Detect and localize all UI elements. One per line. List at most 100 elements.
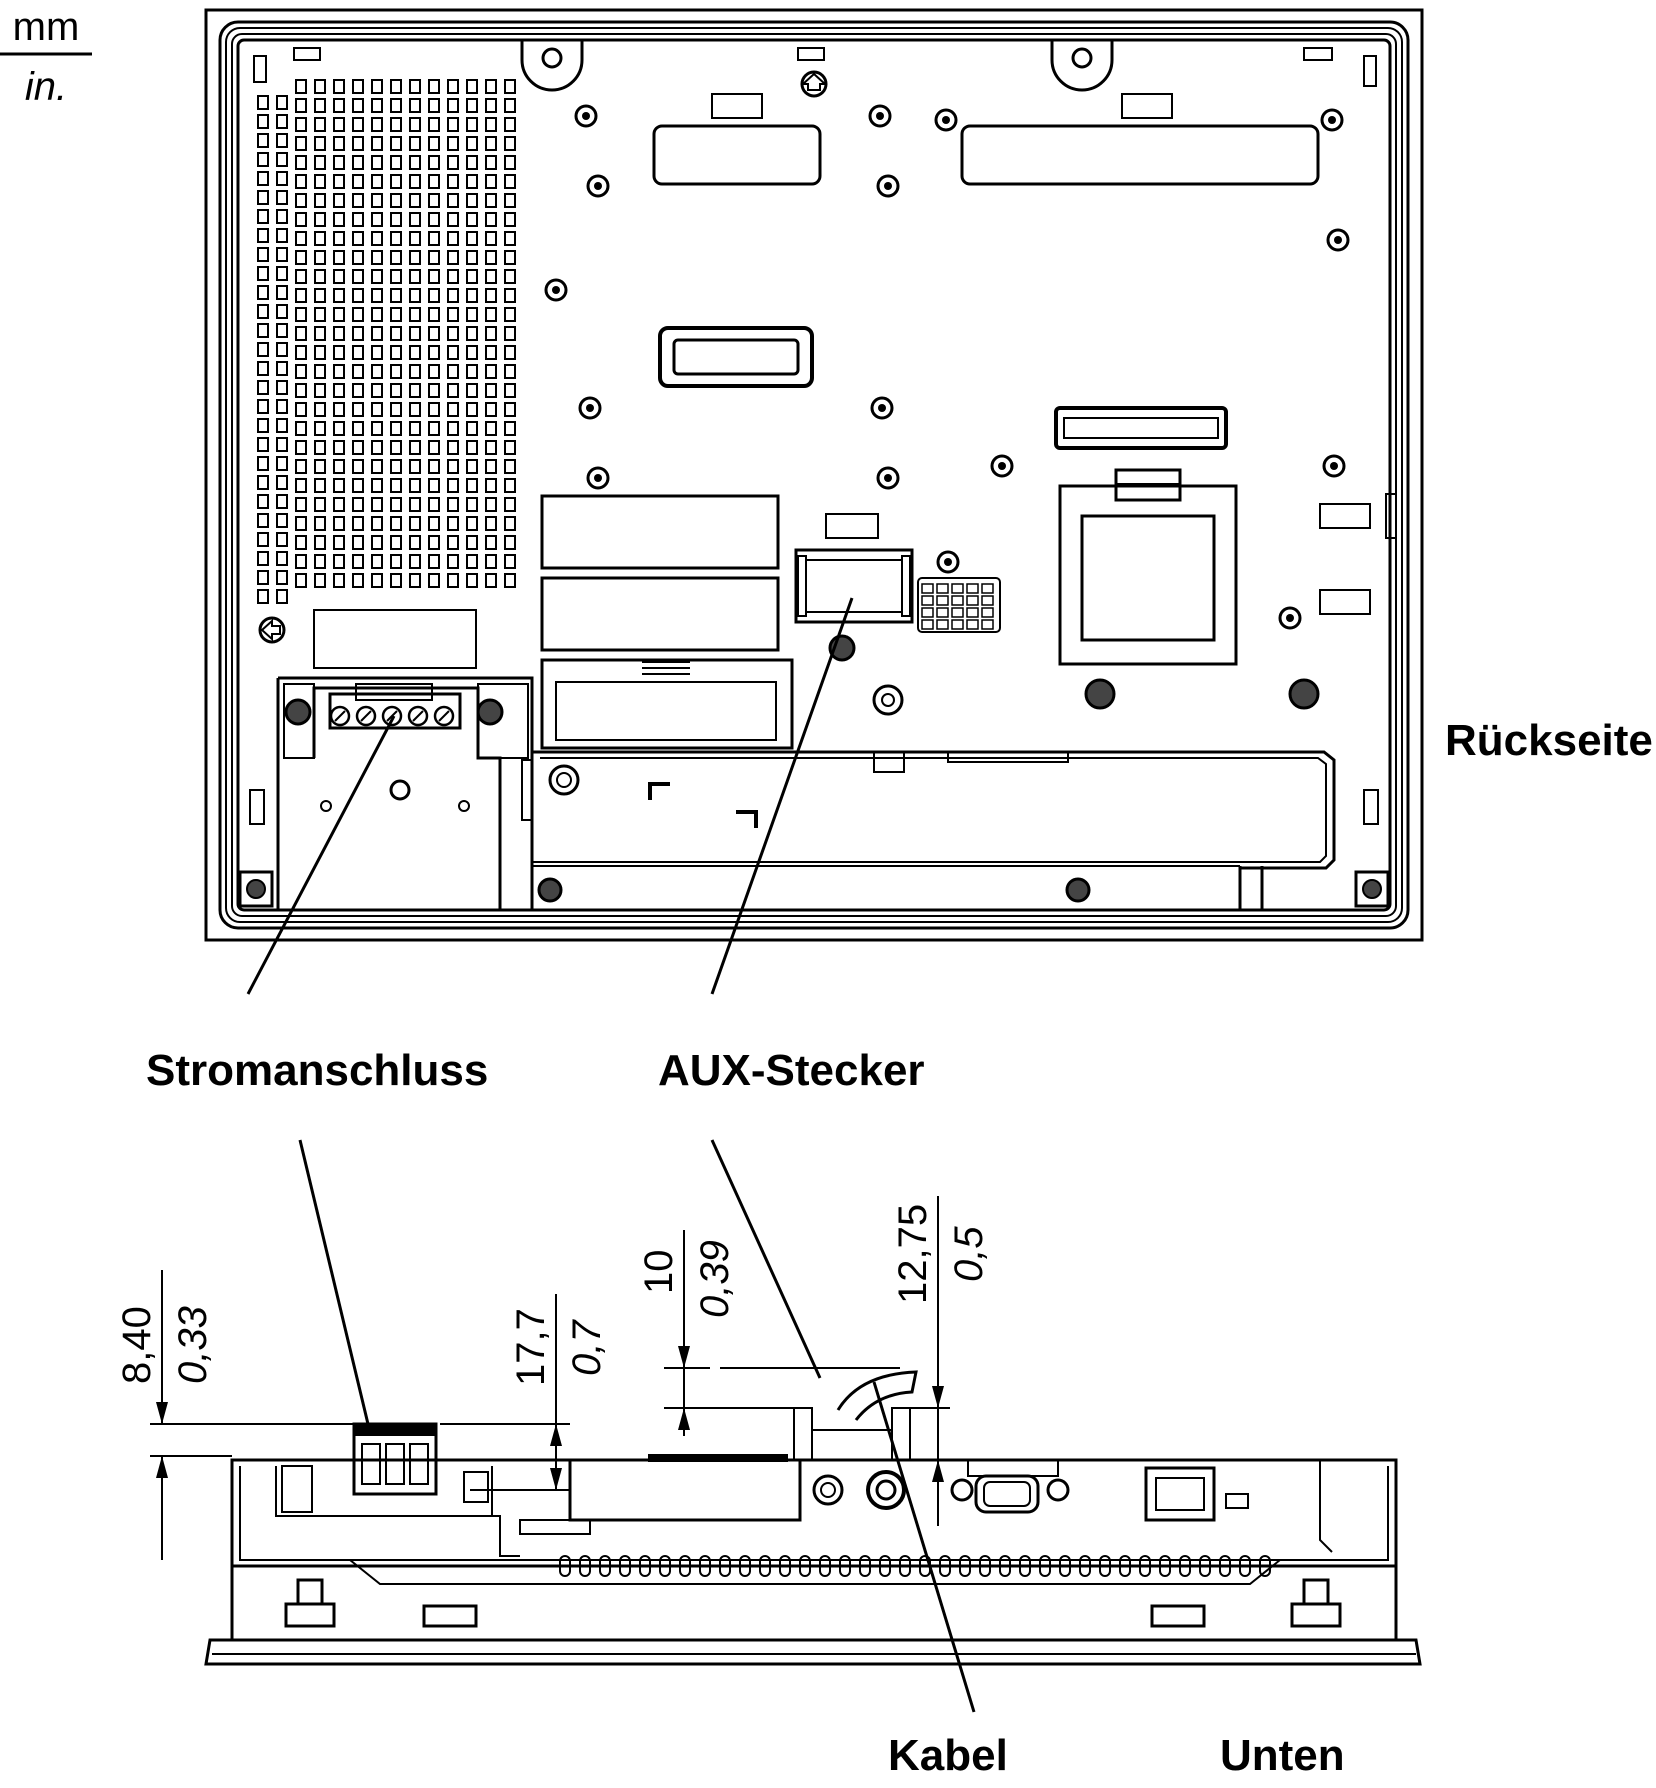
vent-slot bbox=[276, 361, 288, 376]
vent-slot bbox=[485, 497, 497, 512]
vent-slot bbox=[504, 307, 516, 322]
vent-slot bbox=[257, 418, 269, 433]
vent-slot bbox=[352, 174, 364, 189]
cf-slot-inner bbox=[1063, 417, 1219, 439]
vent-tooth bbox=[599, 1555, 611, 1577]
vent-slot bbox=[504, 345, 516, 360]
vent-slot bbox=[390, 554, 402, 569]
dsub-flange bbox=[967, 1459, 1059, 1477]
vent-tooth bbox=[839, 1555, 851, 1577]
vent-slot bbox=[466, 117, 478, 132]
vent-slot bbox=[352, 402, 364, 417]
screw-hole-center bbox=[1330, 462, 1338, 470]
rear-outer-frame bbox=[204, 8, 1424, 942]
vent-slot bbox=[371, 440, 383, 455]
vent-slot bbox=[447, 79, 459, 94]
terminal-screw-slot bbox=[412, 710, 424, 722]
vent-slot bbox=[371, 174, 383, 189]
housing-screw bbox=[389, 779, 411, 801]
vent-slot bbox=[447, 364, 459, 379]
aux-latch-right bbox=[901, 555, 911, 617]
dip-switch bbox=[981, 583, 994, 594]
screw-holes bbox=[544, 104, 1350, 630]
vent-slot bbox=[352, 193, 364, 208]
vent-slot bbox=[314, 326, 326, 341]
leader-cable bbox=[872, 1381, 976, 1713]
vent-slot bbox=[314, 554, 326, 569]
vent-slot bbox=[314, 421, 326, 436]
screw-hole bbox=[868, 104, 892, 128]
vent-tooth bbox=[1219, 1555, 1231, 1577]
vent-slot bbox=[276, 399, 288, 414]
dip-switch bbox=[951, 619, 964, 630]
dip-switch-frame bbox=[917, 577, 1001, 633]
vent-slot bbox=[257, 361, 269, 376]
d1-in: 0,33 bbox=[171, 1306, 215, 1384]
screw-hole-center bbox=[942, 116, 950, 124]
vent-slot bbox=[352, 98, 364, 113]
vent-slot bbox=[504, 554, 516, 569]
vent-slot bbox=[390, 497, 402, 512]
vent-slot bbox=[428, 174, 440, 189]
vent-slot bbox=[333, 345, 345, 360]
vent-slot bbox=[390, 288, 402, 303]
up-arrow-glyph bbox=[800, 72, 828, 91]
vent-slot bbox=[485, 193, 497, 208]
screw-hole-center bbox=[876, 112, 884, 120]
top-tab-right bbox=[1050, 40, 1114, 92]
vent-slot bbox=[428, 459, 440, 474]
screw-hole-center bbox=[552, 286, 560, 294]
vent-tooth bbox=[739, 1555, 751, 1577]
bottom-body-inner bbox=[239, 1466, 1389, 1561]
side-housing-outline bbox=[275, 1466, 493, 1517]
vent-tooth bbox=[879, 1555, 891, 1577]
vent-slot bbox=[371, 136, 383, 151]
vent-slot bbox=[295, 193, 307, 208]
vent-slot bbox=[352, 231, 364, 246]
d3-mm: 10 bbox=[637, 1250, 681, 1295]
vent-slot bbox=[295, 288, 307, 303]
vent-slot bbox=[333, 554, 345, 569]
vent-slot bbox=[276, 190, 288, 205]
screw-hole bbox=[574, 104, 598, 128]
terminal-screw bbox=[355, 705, 377, 727]
side-housing-left bbox=[281, 1465, 313, 1513]
vent-tooth bbox=[979, 1555, 991, 1577]
vent-slot bbox=[257, 532, 269, 547]
top-tab-right-hole bbox=[1071, 47, 1093, 69]
vent-slot bbox=[333, 478, 345, 493]
vent-slot bbox=[428, 117, 440, 132]
side-serial-block bbox=[568, 1460, 802, 1522]
ground-screw-5 bbox=[476, 698, 504, 726]
vent-slot bbox=[333, 364, 345, 379]
vent-slot bbox=[371, 250, 383, 265]
vent-slot bbox=[447, 269, 459, 284]
screw-hole-center bbox=[878, 404, 886, 412]
cf-slot-outer bbox=[1054, 406, 1228, 450]
vent-slot bbox=[466, 231, 478, 246]
vent-slot bbox=[276, 323, 288, 338]
vent-slot bbox=[295, 516, 307, 531]
vent-slot bbox=[352, 307, 364, 322]
vent-slot bbox=[428, 250, 440, 265]
unit-mm: mm bbox=[13, 5, 80, 49]
vent-slot bbox=[485, 98, 497, 113]
vent-slot bbox=[276, 494, 288, 509]
vent-slot bbox=[371, 478, 383, 493]
vent-slot bbox=[428, 193, 440, 208]
dsub-shell bbox=[974, 1474, 1040, 1514]
vent-slot bbox=[447, 573, 459, 588]
vent-slot bbox=[390, 573, 402, 588]
vent-slot bbox=[371, 383, 383, 398]
vent-slot bbox=[314, 155, 326, 170]
reset-button-ring bbox=[872, 684, 904, 716]
vent-slot bbox=[409, 383, 421, 398]
vent-slot bbox=[409, 269, 421, 284]
vent-slot bbox=[485, 459, 497, 474]
vent-slot bbox=[485, 307, 497, 322]
vent-slot bbox=[333, 174, 345, 189]
vent-slot bbox=[352, 345, 364, 360]
vent-slot bbox=[333, 155, 345, 170]
d4-arrow-bottom bbox=[932, 1460, 944, 1482]
screw-hole-center bbox=[998, 462, 1006, 470]
